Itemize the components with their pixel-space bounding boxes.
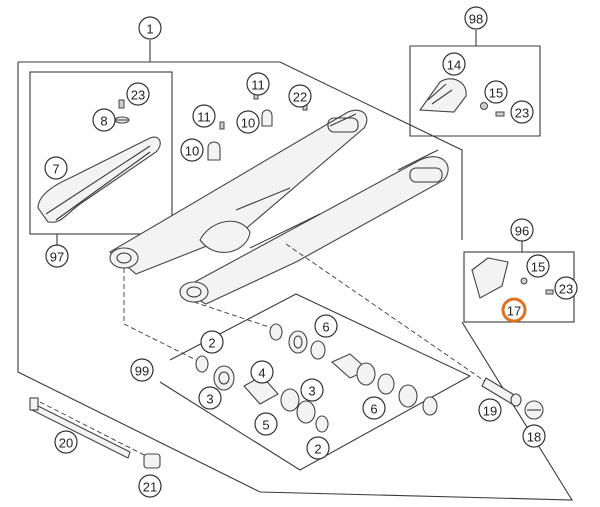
guard-nut-part <box>520 277 528 285</box>
callout-2b: 2 <box>306 436 330 460</box>
callout-10b-label: 10 <box>185 144 199 159</box>
callout-96-label: 96 <box>515 224 529 239</box>
callout-23a-label: 23 <box>515 106 529 121</box>
callout-14-label: 14 <box>447 58 461 73</box>
callout-96: 96 <box>510 218 534 242</box>
callout-11b: 11 <box>192 104 216 128</box>
callout-1: 1 <box>138 16 162 40</box>
guard-part <box>471 257 509 299</box>
callout-11b-label: 11 <box>197 110 211 125</box>
callout-21-label: 21 <box>143 480 157 495</box>
callout-23c: 23 <box>554 276 578 300</box>
callout-99: 99 <box>130 358 154 382</box>
callout-15b-label: 15 <box>531 260 545 275</box>
axle-part <box>29 397 131 459</box>
callout-6b-label: 6 <box>370 402 377 417</box>
callout-1-label: 1 <box>146 22 153 37</box>
callout-97: 97 <box>45 244 69 268</box>
callout-2a-label: 2 <box>208 336 215 351</box>
bearing-parts <box>195 323 438 433</box>
callout-6a: 6 <box>314 314 338 338</box>
guard-bolt-part <box>545 289 554 295</box>
callout-15b: 15 <box>526 254 550 278</box>
bolt-part <box>495 111 505 117</box>
callout-17-highlighted[interactable]: 17 <box>501 297 527 323</box>
callout-11a: 11 <box>246 72 270 96</box>
screw-part <box>118 99 125 109</box>
callout-11a-label: 11 <box>251 78 265 93</box>
callout-20: 20 <box>54 430 78 454</box>
callout-2b-label: 2 <box>314 442 321 457</box>
callout-18-label: 18 <box>527 430 541 445</box>
bearing-kit-group-99 <box>159 293 472 471</box>
callout-10a: 10 <box>236 110 260 134</box>
callout-15a: 15 <box>484 80 508 104</box>
callout-3b-label: 3 <box>308 384 315 399</box>
nut-part <box>480 102 488 110</box>
callout-17-label: 17 <box>507 304 521 319</box>
callout-3a: 3 <box>198 386 222 410</box>
callout-7-label: 7 <box>52 162 59 177</box>
callout-2a: 2 <box>200 330 224 354</box>
callout-4-label: 4 <box>258 366 265 381</box>
pivot-bolt-part <box>481 377 522 407</box>
callout-21: 21 <box>138 474 162 498</box>
callout-7: 7 <box>44 156 68 180</box>
callout-19: 19 <box>478 398 502 422</box>
callout-4: 4 <box>250 360 274 384</box>
swingarm-part <box>109 109 449 305</box>
callout-14: 14 <box>442 52 466 76</box>
callout-22: 22 <box>288 84 312 108</box>
callout-6b: 6 <box>362 396 386 420</box>
callout-5: 5 <box>254 412 278 436</box>
callout-23b: 23 <box>126 82 150 106</box>
callout-10b: 10 <box>180 138 204 162</box>
callout-23b-label: 23 <box>131 88 145 103</box>
nut-18-part <box>524 400 544 420</box>
swingarm-fasteners <box>207 91 308 161</box>
callout-18: 18 <box>522 424 546 448</box>
callout-3a-label: 3 <box>206 392 213 407</box>
sprocket-guard-part <box>418 78 467 113</box>
callout-23c-label: 23 <box>559 282 573 297</box>
callout-22-label: 22 <box>293 90 307 105</box>
callout-20-label: 20 <box>59 436 73 451</box>
sprocket-guard-group-98 <box>409 30 541 137</box>
callout-3b: 3 <box>300 378 324 402</box>
callout-99-label: 99 <box>135 364 149 379</box>
callout-8: 8 <box>92 108 116 132</box>
callout-23a: 23 <box>510 100 534 124</box>
callout-19-label: 19 <box>483 404 497 419</box>
callout-15a-label: 15 <box>489 86 503 101</box>
nut-21-part <box>143 453 161 469</box>
callout-8-label: 8 <box>100 114 107 129</box>
callout-6a-label: 6 <box>322 320 329 335</box>
callout-97-label: 97 <box>50 250 64 265</box>
callout-10a-label: 10 <box>241 116 255 131</box>
callout-98: 98 <box>464 6 488 30</box>
leader-lines <box>39 243 487 459</box>
callout-5-label: 5 <box>262 418 269 433</box>
callout-98-label: 98 <box>469 12 483 27</box>
